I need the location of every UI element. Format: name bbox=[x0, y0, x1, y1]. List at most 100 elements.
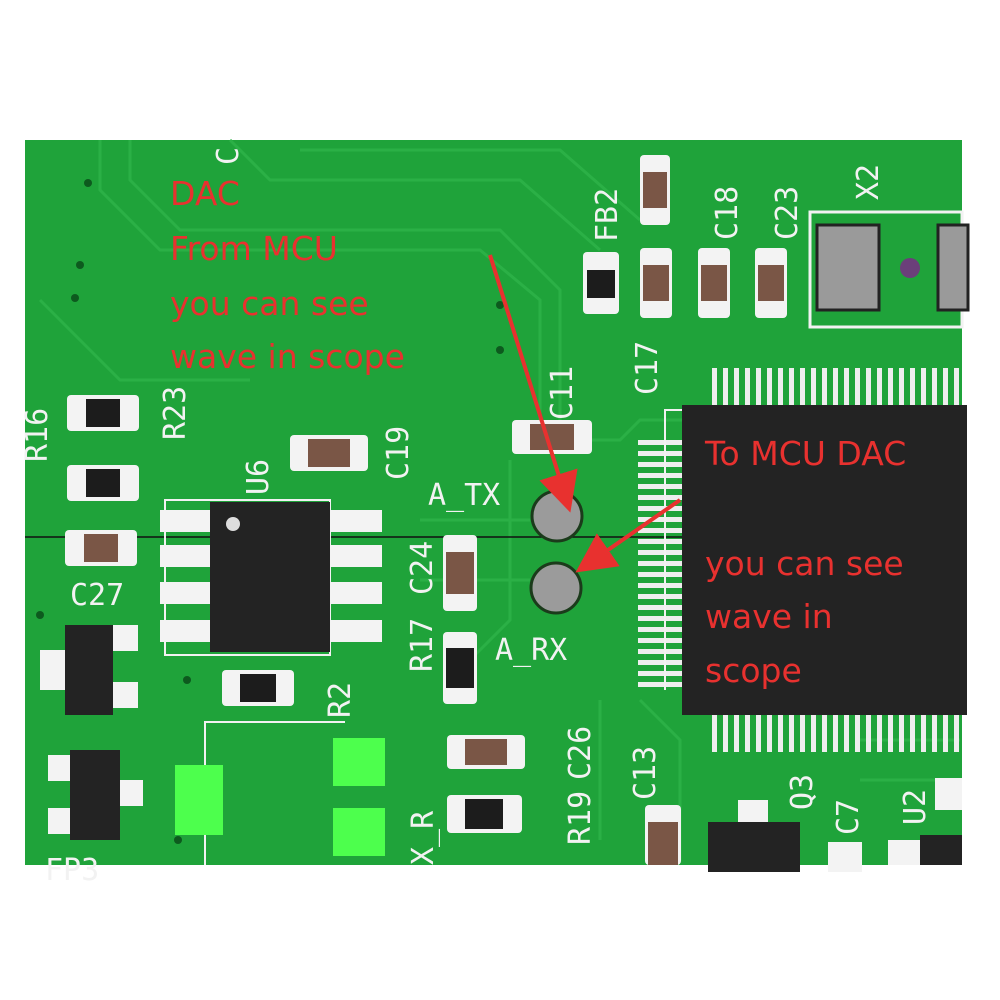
arrow-to-a-tx bbox=[488, 254, 578, 513]
designator-fp3: FP3 bbox=[45, 853, 99, 888]
silkscreen-labels: C FB2 C18 C23 X2 R16 R23 U6 C19 C11 C17 … bbox=[20, 147, 933, 888]
mcu-note-line-2: you can see bbox=[705, 544, 904, 583]
designator-c7: C7 bbox=[831, 799, 866, 835]
mcu-pin bbox=[638, 528, 684, 533]
mcu-pin bbox=[712, 368, 717, 408]
designator-x2: X2 bbox=[851, 164, 886, 200]
designator-c17: C17 bbox=[630, 341, 665, 395]
x2-crystal bbox=[808, 210, 970, 329]
mcu-pin bbox=[877, 712, 882, 752]
mcu-pin bbox=[638, 638, 684, 643]
mcu-pin bbox=[778, 368, 783, 408]
c18-capacitor bbox=[698, 248, 730, 318]
mcu-pin bbox=[638, 594, 684, 599]
mcu-pin bbox=[745, 368, 750, 408]
mcu-pin bbox=[855, 712, 860, 752]
dac-note-line-2: From MCU bbox=[170, 229, 338, 268]
mcu-pin bbox=[800, 368, 805, 408]
r19-resistor bbox=[447, 795, 522, 833]
mcu-pin bbox=[734, 712, 739, 752]
mcu-pin bbox=[756, 368, 761, 408]
mcu-pin bbox=[638, 440, 684, 445]
mcu-pin bbox=[638, 671, 684, 676]
designator-c11: C11 bbox=[545, 366, 580, 420]
designator-fb2: FB2 bbox=[590, 188, 625, 242]
mcu-pin bbox=[921, 712, 926, 752]
designator-c26: C26 bbox=[563, 726, 598, 780]
mcu-pin bbox=[822, 368, 827, 408]
designator-u6: U6 bbox=[241, 459, 276, 495]
mcu-pin bbox=[767, 712, 772, 752]
mcu-pin bbox=[789, 368, 794, 408]
fb2-component bbox=[583, 252, 619, 314]
mcu-pin bbox=[866, 368, 871, 408]
x-r-connector bbox=[175, 721, 385, 865]
r17-resistor bbox=[443, 632, 477, 704]
mcu-pin bbox=[866, 712, 871, 752]
mcu-pin bbox=[638, 627, 684, 632]
mcu-pin bbox=[638, 484, 684, 489]
mcu-pin bbox=[899, 368, 904, 408]
mcu-pin bbox=[811, 712, 816, 752]
mcu-pin bbox=[638, 572, 684, 577]
c-left-capacitor bbox=[65, 530, 137, 566]
mcu-pin bbox=[877, 368, 882, 408]
r2-resistor bbox=[222, 670, 294, 706]
mcu-chip bbox=[638, 368, 967, 752]
c7-capacitor bbox=[828, 842, 862, 872]
c23-capacitor bbox=[755, 248, 787, 318]
mcu-pin bbox=[800, 712, 805, 752]
mcu-pin bbox=[855, 368, 860, 408]
mcu-note-line-1: To MCU DAC bbox=[704, 434, 906, 473]
mcu-pin bbox=[888, 368, 893, 408]
mcu-pin bbox=[638, 616, 684, 621]
mcu-pin bbox=[778, 712, 783, 752]
designator-q3: Q3 bbox=[785, 774, 820, 810]
mcu-pin bbox=[789, 712, 794, 752]
designator-c13: C13 bbox=[628, 746, 663, 800]
mcu-pin bbox=[943, 368, 948, 408]
mcu-pin bbox=[745, 712, 750, 752]
dac-note-line-3: you can see bbox=[170, 284, 369, 323]
mcu-pin bbox=[943, 712, 948, 752]
mcu-pin bbox=[767, 368, 772, 408]
test-point-label-tx: A_TX bbox=[428, 478, 500, 513]
mcu-pin bbox=[638, 649, 684, 654]
designator-c19: C19 bbox=[381, 426, 416, 480]
a-tx-test-point[interactable] bbox=[530, 489, 584, 543]
mcu-note-line-4: scope bbox=[705, 651, 802, 690]
mcu-pin bbox=[822, 712, 827, 752]
designator-c18: C18 bbox=[710, 186, 745, 240]
designator-x-r: X_R bbox=[406, 810, 441, 865]
a-rx-test-point[interactable] bbox=[529, 561, 583, 615]
mcu-pin bbox=[932, 712, 937, 752]
c27-transistor bbox=[40, 625, 138, 715]
c11-capacitor bbox=[512, 420, 592, 454]
designator-r19: R19 bbox=[563, 791, 598, 845]
mcu-pin bbox=[638, 539, 684, 544]
mcu-pin bbox=[833, 712, 838, 752]
c17-capacitor bbox=[640, 155, 672, 318]
dac-note-line-4: wave in scope bbox=[170, 337, 405, 376]
designator-r23: R23 bbox=[158, 386, 193, 440]
mcu-pin bbox=[932, 368, 937, 408]
mcu-pin bbox=[734, 368, 739, 408]
mcu-pin bbox=[921, 368, 926, 408]
c24-capacitor bbox=[443, 535, 477, 611]
mcu-note-line-3: wave in bbox=[705, 597, 833, 636]
mcu-pin bbox=[638, 473, 684, 478]
vias bbox=[36, 179, 504, 844]
u6-chip bbox=[160, 499, 382, 656]
mcu-pin bbox=[833, 368, 838, 408]
mcu-pin bbox=[638, 583, 684, 588]
designator-c24: C24 bbox=[405, 541, 440, 595]
mcu-pin bbox=[638, 451, 684, 456]
mcu-pin bbox=[954, 712, 959, 752]
mcu-pin bbox=[638, 682, 684, 687]
mcu-pin bbox=[712, 712, 717, 752]
mcu-pin bbox=[723, 712, 728, 752]
test-point-label-rx: A_RX bbox=[495, 633, 567, 668]
mcu-pin bbox=[844, 712, 849, 752]
mcu-annotation: To MCU DAC you can see wave in scope bbox=[575, 434, 906, 690]
